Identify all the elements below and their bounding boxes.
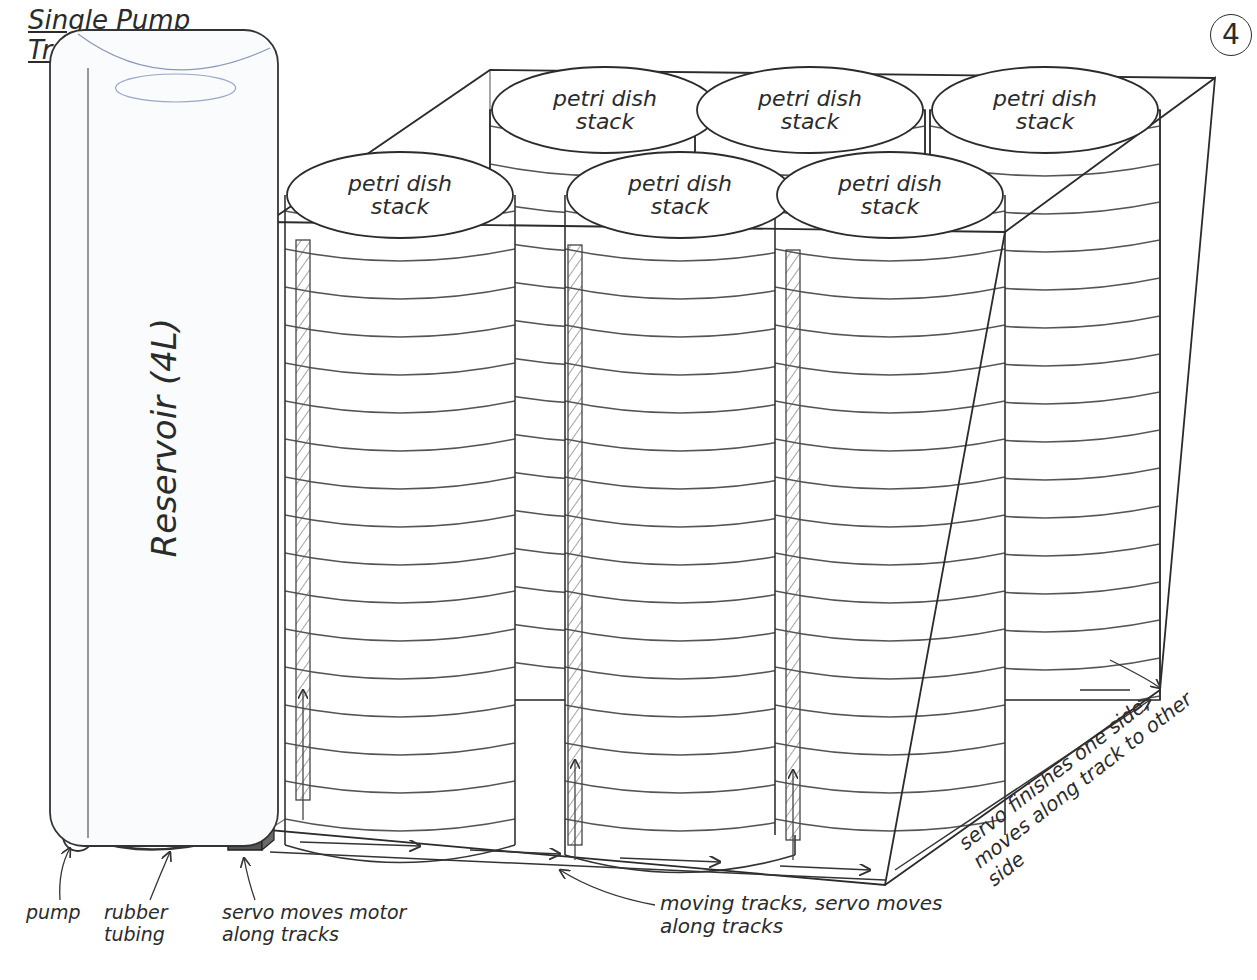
tank-top bbox=[78, 34, 270, 70]
node-text-wrap: petri dish stack bbox=[490, 65, 720, 155]
petri-stack-top: petri dish stack bbox=[775, 150, 1005, 240]
tank-body bbox=[50, 30, 278, 846]
petri-stack-top: petri dish stack bbox=[930, 65, 1160, 155]
stack-top-ellipse bbox=[287, 152, 513, 238]
stack-top-ellipse bbox=[492, 67, 718, 153]
node-text-wrap: Reservoir (4L) bbox=[48, 28, 280, 848]
node-text-wrap: petri dish stack bbox=[565, 150, 795, 240]
note-text: servo moves motor along tracks bbox=[222, 902, 432, 946]
tank-label: Reservoir (4L) bbox=[144, 318, 184, 557]
petri-stack-top: petri dish stack bbox=[695, 65, 925, 155]
stack-top-ellipse bbox=[777, 152, 1003, 238]
tank-edge bbox=[87, 68, 88, 838]
stack-top-ellipse bbox=[697, 67, 923, 153]
stack-label: petri dish stack bbox=[815, 172, 965, 218]
stack-label: petri dish stack bbox=[970, 87, 1120, 133]
petri-stack-top: petri dish stack bbox=[565, 150, 795, 240]
callout-number: 4 bbox=[1210, 14, 1252, 56]
stack-label: petri dish stack bbox=[605, 172, 755, 218]
stack-top-ellipse bbox=[932, 67, 1158, 153]
petri-stack-bodies-front bbox=[285, 195, 1005, 873]
node-text-wrap: petri dish stack bbox=[930, 65, 1160, 155]
part-label: rubber tubing bbox=[104, 902, 184, 946]
node-text-wrap: petri dish stack bbox=[285, 150, 515, 240]
note-text: moving tracks, servo moves along tracks bbox=[660, 892, 980, 938]
tank-shading bbox=[116, 74, 236, 102]
part-label: pump bbox=[26, 902, 96, 924]
stack-top-ellipse bbox=[567, 152, 793, 238]
petri-stack-top: petri dish stack bbox=[285, 150, 515, 240]
vertical-tracks bbox=[296, 240, 800, 860]
node-text-wrap: petri dish stack bbox=[695, 65, 925, 155]
petri-stack-top: petri dish stack bbox=[490, 65, 720, 155]
reservoir-tank: Reservoir (4L) bbox=[48, 28, 280, 848]
node-text-wrap: petri dish stack bbox=[775, 150, 1005, 240]
stack-label: petri dish stack bbox=[325, 172, 475, 218]
stack-label: petri dish stack bbox=[735, 87, 885, 133]
stack-label: petri dish stack bbox=[530, 87, 680, 133]
